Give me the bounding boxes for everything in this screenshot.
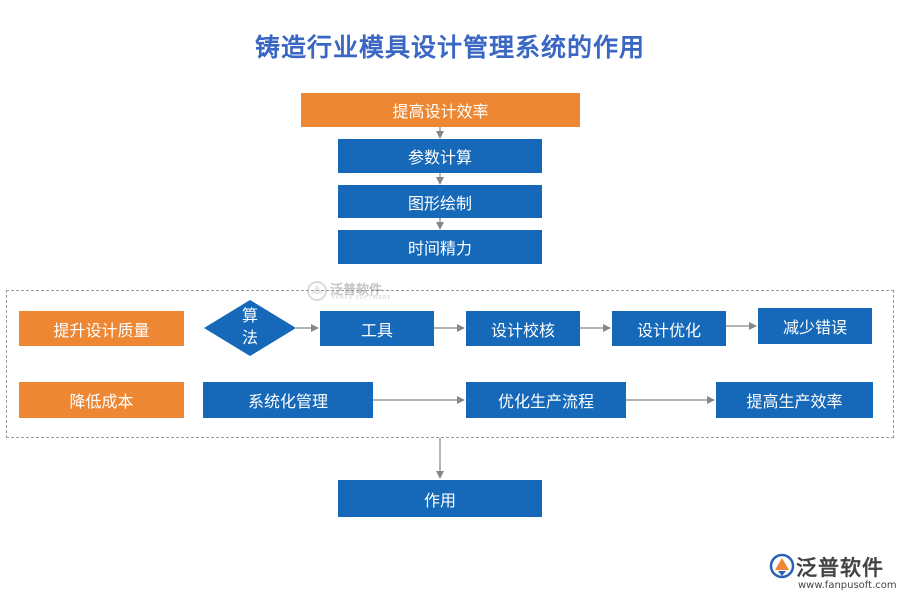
node-improve-quality: 提升设计质量 (19, 311, 184, 346)
watermark-name: 泛普软件 (330, 283, 383, 298)
diagram-title: 铸造行业模具设计管理系统的作用 (254, 33, 645, 62)
node-systematic-management: 系统化管理 (203, 382, 373, 418)
node-improve-production-efficiency: 提高生产效率 (716, 382, 873, 418)
node-parameter-calculation: 参数计算 (338, 139, 542, 173)
brand-url: www.fanpusoft.com (798, 580, 897, 591)
node-time-effort: 时间精力 (338, 230, 542, 264)
node-graph-drawing: 图形绘制 (338, 185, 542, 218)
node-design-check: 设计校核 (466, 311, 580, 346)
brand-icon (769, 553, 795, 579)
watermark-icon (307, 281, 327, 301)
node-tool: 工具 (320, 311, 434, 346)
node-algorithm-label: 算法 (241, 306, 258, 347)
watermark-sub: FANPU SOFTWARE (332, 295, 392, 301)
node-effect: 作用 (338, 480, 542, 517)
node-design-optimization: 设计优化 (612, 311, 726, 346)
node-reduce-errors: 减少错误 (758, 308, 872, 344)
watermark-logo: 泛普软件 FANPU SOFTWARE (306, 278, 398, 304)
dashed-group-frame (6, 290, 894, 438)
brand-logo: 泛普软件 www.fanpusoft.com (768, 548, 897, 596)
node-improve-design-efficiency: 提高设计效率 (301, 93, 580, 127)
node-optimize-production-flow: 优化生产流程 (466, 382, 626, 418)
node-reduce-cost: 降低成本 (19, 382, 184, 418)
brand-name: 泛普软件 (796, 556, 884, 580)
algorithm-diamond (204, 300, 296, 356)
